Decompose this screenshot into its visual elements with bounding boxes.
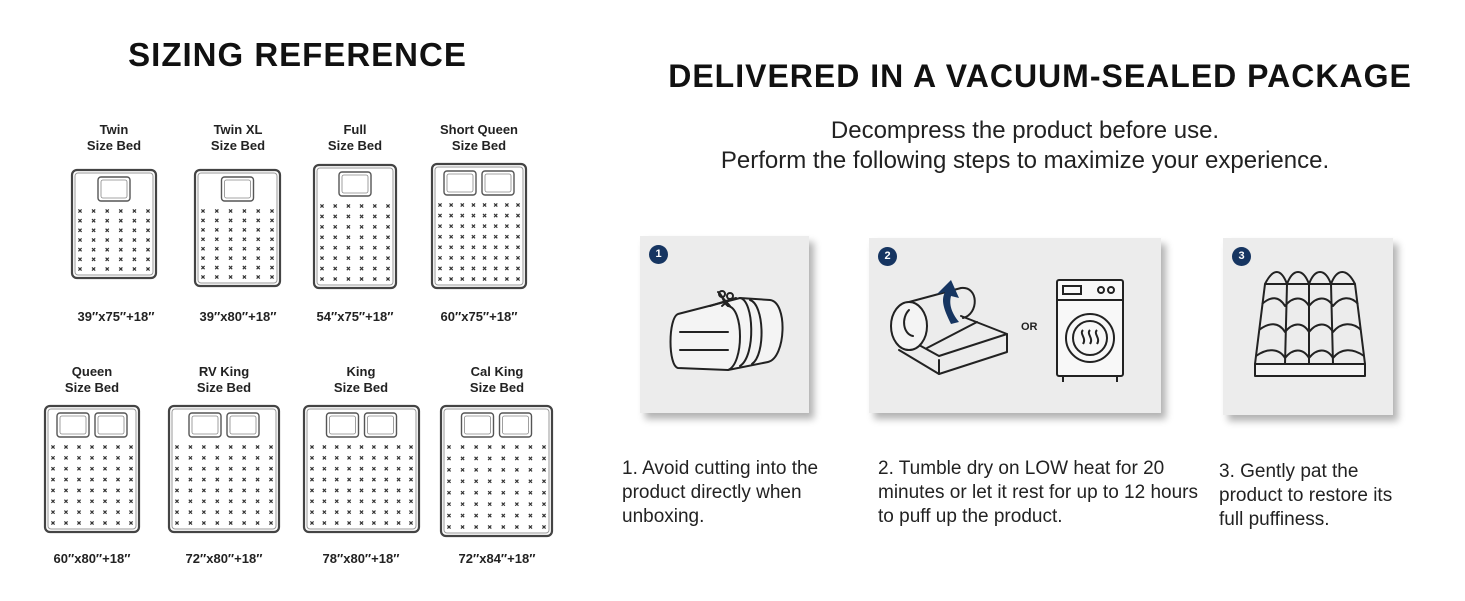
vacuum-package-icon [669, 290, 784, 371]
bed-dimensions: 72″x84″+18″ [458, 551, 536, 566]
pillow [363, 412, 398, 438]
bed-sub-label: Size Bed [333, 380, 389, 395]
bed-sub-label: Size Bed [469, 380, 525, 395]
step-1-text: 1. Avoid cutting into the product direct… [622, 458, 819, 527]
step-1-badge: 1 [649, 245, 668, 264]
pillow [97, 176, 131, 202]
bed-name: Full [343, 122, 367, 137]
step-3-card: 3 [1223, 238, 1393, 415]
bed-sub-label: Size Bed [327, 138, 383, 153]
or-label: OR [1021, 321, 1038, 333]
step-3-text: 3. Gently pat the product to restore its… [1219, 461, 1393, 530]
bed-diagram [302, 404, 421, 534]
step-3-badge: 3 [1232, 247, 1251, 266]
bed-diagram [167, 404, 281, 534]
bed-diagram [439, 404, 554, 538]
bed-sub-label: Size Bed [451, 138, 507, 153]
step-2-card: 2 OR [869, 238, 1161, 413]
bed-diagram [430, 162, 528, 290]
tumble-dry-icon: OR [890, 279, 1124, 382]
bed-dimensions: 54″x75″+18″ [316, 309, 394, 324]
pillow [498, 412, 533, 438]
pillow [338, 171, 372, 197]
pillow [481, 170, 515, 196]
bed-dimensions: 39″x75″+18″ [77, 309, 155, 324]
bed-name: RV King [198, 364, 250, 379]
bed-sub-label: Size Bed [210, 138, 266, 153]
bed-diagram [312, 163, 398, 290]
bed-name: Short Queen [439, 122, 518, 137]
bed-dimensions: 60″x80″+18″ [53, 551, 131, 566]
pillow [325, 412, 360, 438]
bed-name: Queen [71, 364, 113, 379]
pillow [226, 412, 260, 438]
bed-diagram [70, 168, 158, 280]
pillow [460, 412, 495, 438]
package-subtitle-line1: Decompress the product before use. [830, 117, 1220, 144]
pillow [56, 412, 90, 438]
bed-dimensions: 72″x80″+18″ [185, 551, 263, 566]
pillow [443, 170, 477, 196]
sizing-title: SIZING REFERENCE [128, 36, 467, 73]
bed-diagram [43, 404, 141, 534]
bed-sub-label: Size Bed [86, 138, 142, 153]
bed-name: King [346, 364, 376, 379]
step-2-badge: 2 [878, 247, 897, 266]
pillow [188, 412, 222, 438]
bed-name: Twin [99, 122, 129, 137]
bed-diagram [193, 168, 282, 288]
puffed-topper-icon [1254, 271, 1366, 377]
step-2-text: 2. Tumble dry on LOW heat for 20 minutes… [878, 458, 1198, 527]
package-subtitle-line2: Perform the following steps to maximize … [720, 147, 1330, 174]
bed-sub-label: Size Bed [196, 380, 252, 395]
bed-name: Twin XL [213, 122, 263, 137]
pillow [220, 176, 255, 202]
bed-sub-label: Size Bed [64, 380, 120, 395]
pillow [94, 412, 128, 438]
bed-dimensions: 39″x80″+18″ [199, 309, 277, 324]
step-1-card: 1 [640, 236, 809, 413]
bed-dimensions: 60″x75″+18″ [440, 309, 518, 324]
package-title: DELIVERED IN A VACUUM-SEALED PACKAGE [668, 58, 1412, 94]
bed-name: Cal King [470, 364, 524, 379]
bed-dimensions: 78″x80″+18″ [322, 551, 400, 566]
